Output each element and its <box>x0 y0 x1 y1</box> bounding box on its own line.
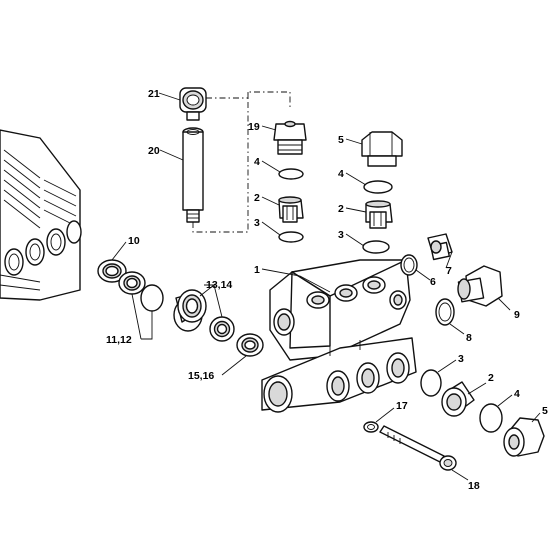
bolt-part-18 <box>379 425 457 471</box>
callout-6: 6 <box>430 276 436 288</box>
valve-plug-part-5-top <box>361 131 403 167</box>
ring-part-15-16 <box>236 333 264 357</box>
valve-plug-part-5-bottom <box>503 417 545 457</box>
seal-part-13-14 <box>209 316 235 342</box>
plug-part-7 <box>427 233 453 261</box>
callout-11-12: 11,12 <box>106 334 132 346</box>
callout-4-left: 4 <box>254 156 260 168</box>
callout-19: 19 <box>248 121 260 133</box>
callout-2-bottom: 2 <box>488 372 494 384</box>
seal-part-11-12 <box>118 271 146 295</box>
callout-4-right: 4 <box>338 168 344 180</box>
oring-part-3-right <box>362 240 390 254</box>
callout-4-bottom: 4 <box>514 388 520 400</box>
callout-9: 9 <box>514 309 520 321</box>
callout-20: 20 <box>148 145 160 157</box>
oring-part-4-left <box>278 168 304 180</box>
callout-labels: 21 20 19 4 2 3 5 4 2 3 1 10 11,12 13,14 … <box>106 88 548 492</box>
gauge-axis-line <box>206 91 291 108</box>
leader-lines <box>111 92 541 481</box>
plug-part-9 <box>457 265 503 307</box>
oring-part-4-bottom <box>479 403 503 433</box>
oring-part-11-12 <box>140 284 164 312</box>
valve-plug-part-19 <box>273 120 307 155</box>
manifold-body-part-1 <box>261 259 417 413</box>
callout-17: 17 <box>396 400 408 412</box>
callout-8: 8 <box>466 332 472 344</box>
tube-axis-line <box>192 92 249 233</box>
callout-15-16: 15,16 <box>188 370 214 382</box>
callout-5-top: 5 <box>338 134 344 146</box>
oring-part-6 <box>400 254 418 276</box>
callout-18: 18 <box>468 480 480 492</box>
valve-part-2-bottom <box>441 381 475 417</box>
callout-5-bottom: 5 <box>542 405 548 417</box>
callout-2-right: 2 <box>338 203 344 215</box>
oring-part-4-right <box>363 180 393 194</box>
oring-part-8 <box>435 298 455 326</box>
callout-3-left: 3 <box>254 217 260 229</box>
callout-3-bottom: 3 <box>458 353 464 365</box>
callout-13-14: 13,14 <box>206 279 232 291</box>
gauge-tube-part-20 <box>182 127 204 223</box>
valve-part-2-left <box>278 196 304 223</box>
sleeve-part-13-14 <box>173 289 207 332</box>
pressure-gauge-part-21 <box>179 87 207 121</box>
pump-crankcase <box>0 129 82 301</box>
seal-part-10 <box>97 259 127 283</box>
oring-part-3-left <box>278 231 304 243</box>
callout-2-left: 2 <box>254 192 260 204</box>
callout-21: 21 <box>148 88 160 100</box>
valve-part-2-right <box>365 200 393 229</box>
callout-7: 7 <box>446 265 452 277</box>
callout-3-right: 3 <box>338 229 344 241</box>
callout-1: 1 <box>254 264 260 276</box>
washer-part-17 <box>363 421 379 433</box>
oring-part-3-bottom <box>420 369 442 397</box>
callout-10: 10 <box>128 235 140 247</box>
